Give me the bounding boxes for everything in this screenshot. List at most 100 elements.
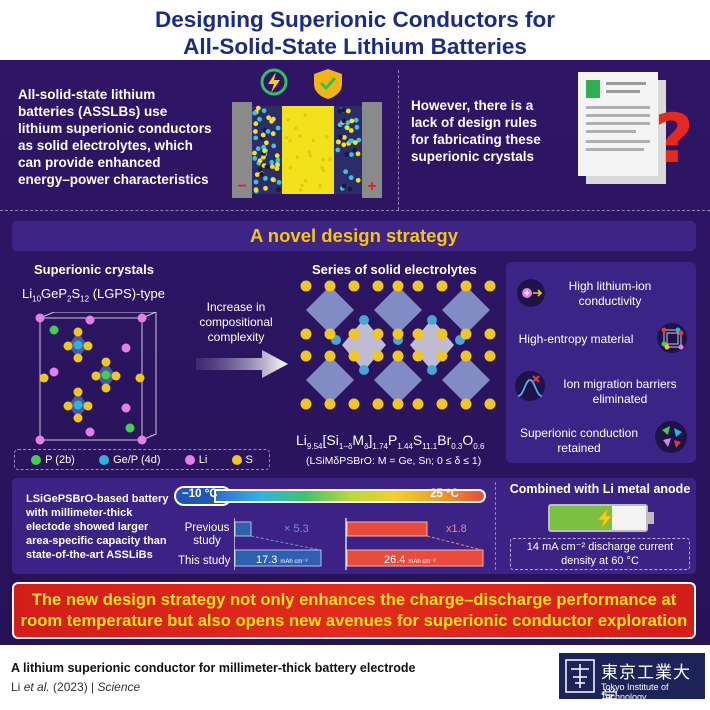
particle: [263, 176, 268, 181]
atom: [101, 383, 111, 393]
lgps-formula: Li10GeP2S12 (LGPS)-type: [22, 286, 165, 304]
migration-barrier-icon: [515, 371, 545, 401]
atom: [73, 387, 83, 397]
particle: [337, 122, 343, 128]
polyhedron: [442, 286, 490, 334]
discharge-line: 14 mA cm⁻² discharge current: [526, 541, 674, 553]
formula-sub: 0.3: [451, 441, 463, 451]
formula-part: [Si: [322, 432, 339, 448]
particle: [257, 116, 262, 122]
polyhedron: [374, 286, 422, 334]
sulfur-atom: [348, 398, 360, 410]
problem-line: for fabricating these: [411, 132, 541, 147]
particle: [354, 124, 360, 130]
particle: [252, 156, 258, 161]
shield-check-icon: [314, 69, 342, 99]
particle: [341, 142, 347, 148]
complexity-line: compositional: [199, 315, 273, 329]
description-line: state-of-the-art ASSLiBs: [26, 549, 153, 561]
conclusion-box: The new design strategy not only enhance…: [12, 582, 696, 639]
formula-part: Li: [296, 432, 307, 448]
page-title: Designing Superionic Conductors for All-…: [0, 6, 710, 60]
description-line: electode showed larger: [26, 521, 149, 533]
particle: [344, 152, 350, 157]
atom-legend: P (2b) Ge/P (4d) Li S: [14, 449, 270, 470]
atom: [91, 371, 101, 381]
sulfur-atom: [392, 350, 404, 362]
polyhedron: [306, 356, 354, 404]
sulfur-atom: [324, 280, 336, 292]
particle: [264, 164, 270, 170]
particle: [300, 183, 304, 188]
legend-label: Li: [198, 453, 208, 466]
particle: [270, 116, 276, 122]
sulfur-atom: [484, 280, 496, 292]
logo-japanese-name: 東京工業大学: [601, 663, 691, 708]
property-line: retained: [557, 441, 601, 455]
particle: [337, 108, 343, 114]
discharge-box: [510, 538, 690, 570]
complexity-line: Increase in: [206, 300, 266, 314]
charged-battery-icon: [548, 504, 654, 532]
right-arrow-icon: [196, 350, 288, 378]
temp-high-label: 25 °C: [430, 488, 459, 500]
polyhedron: [442, 356, 490, 404]
sulfur-atom: [372, 350, 384, 362]
vertical-divider: [398, 70, 399, 210]
property-conductivity: High lithium-ion conductivity: [554, 279, 666, 309]
formula-sub: 9.54: [306, 441, 323, 451]
legend-item-li: Li: [184, 453, 208, 466]
lgps-atoms: [35, 313, 147, 445]
conclusion-line-1: The new design strategy not only enhance…: [31, 590, 677, 609]
particle: [343, 169, 348, 175]
atom: [83, 401, 93, 411]
particle: [344, 125, 350, 131]
atom: [73, 340, 83, 350]
li-ion: [359, 315, 369, 325]
sulfur-atom: [324, 350, 336, 362]
particle: [336, 139, 341, 145]
sulfur-atom: [436, 328, 448, 340]
atom: [63, 341, 73, 351]
particle: [270, 131, 276, 137]
particle: [348, 175, 354, 181]
atom: [101, 370, 111, 380]
intro-line: batteries (ASSLBs) use: [18, 104, 168, 119]
high-value-unit: mAh cm⁻²: [408, 559, 435, 565]
particle: [275, 157, 281, 163]
particle: [261, 108, 267, 114]
sulfur-atom: [436, 350, 448, 362]
sulfur-atom: [392, 398, 404, 410]
formula-part: GeP: [41, 286, 68, 301]
particle: [257, 158, 263, 164]
li-ion: [359, 365, 369, 375]
logo-emblem-icon: [565, 659, 595, 693]
logo-english-name: Tokyo Institute of Technology: [601, 682, 669, 702]
superionic-crystals-title: Superionic crystals: [34, 262, 154, 277]
particle: [308, 153, 313, 158]
row-label-line: Previous: [184, 522, 230, 534]
discharge-line: density at 60 °C: [561, 555, 639, 567]
formula-part: Li: [22, 286, 33, 301]
atom: [137, 435, 147, 445]
sulfur-atom: [484, 350, 496, 362]
property-line: High-entropy material: [518, 332, 634, 346]
sulfur-atom: [412, 398, 424, 410]
particle: [318, 183, 322, 188]
legend-dot: [231, 454, 242, 465]
particle: [265, 129, 271, 134]
title-line-2: All-Solid-State Lithium Batteries: [183, 34, 527, 59]
properties-panel: High lithium-ion conductivity High-entro…: [506, 262, 696, 463]
footer-title: A lithium superionic conductor for milli…: [11, 661, 416, 675]
particle: [311, 138, 316, 143]
atom: [73, 327, 83, 337]
particle: [352, 147, 358, 153]
strategy-banner: A novel design strategy: [12, 221, 696, 251]
particle: [274, 153, 280, 159]
thermometer-tube: [214, 489, 486, 503]
tokyo-tech-logo: 東京工業大学 Tokyo Institute of Technology: [559, 653, 705, 708]
formula-part: M: [352, 432, 365, 448]
previous-study-label: Previous study: [178, 522, 236, 548]
problem-line: superionic crystals: [411, 149, 535, 164]
sulfur-atom: [460, 280, 472, 292]
